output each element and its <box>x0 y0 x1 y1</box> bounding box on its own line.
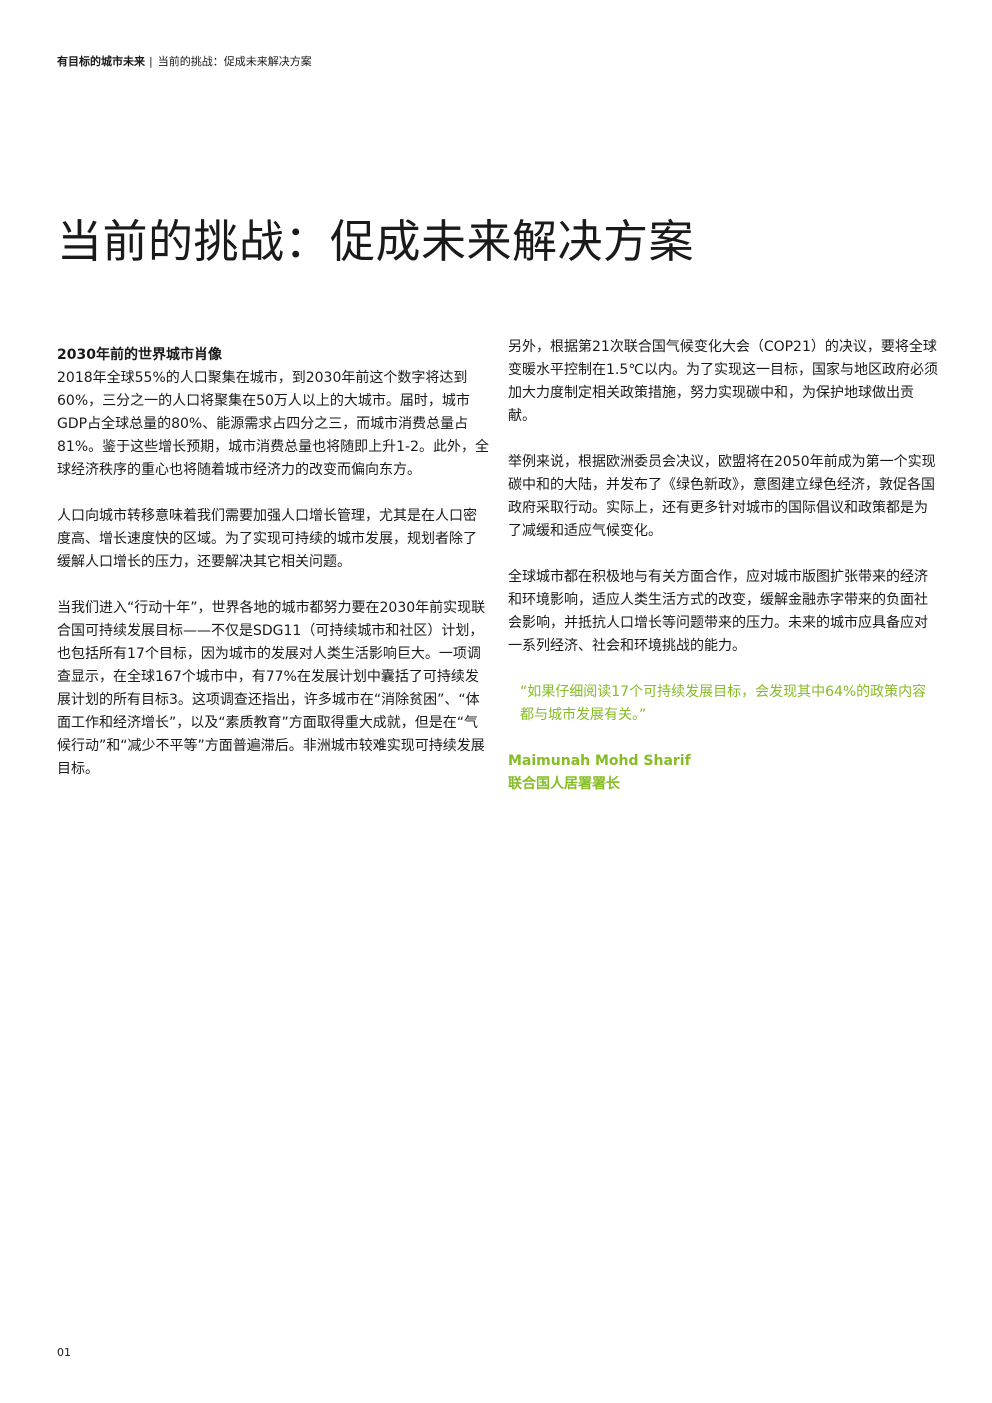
pull-quote: “如果仔细阅读17个可持续发展目标，会发现其中64%的政策内容都与城市发展有关。… <box>520 684 927 723</box>
running-header: 有目标的城市未来 | 当前的挑战：促成未来解决方案 <box>57 54 312 70</box>
body-paragraph: 人口向城市转移意味着我们需要加强人口增长管理，尤其是在人口密度高、增长速度快的区… <box>57 508 477 570</box>
right-column: 另外，根据第21次联合国气候变化大会（COP21）的决议，要将全球变暖水平控制在… <box>508 336 938 796</box>
header-subsection: 当前的挑战：促成未来解决方案 <box>157 55 312 68</box>
header-section: 有目标的城市未来 <box>57 55 145 68</box>
page-title: 当前的挑战：促成未来解决方案 <box>57 215 695 268</box>
body-paragraph: 2018年全球55%的人口聚集在城市，到2030年前这个数字将达到60%，三分之… <box>57 370 489 478</box>
left-column: 2030年前的世界城市肖像 2018年全球55%的人口聚集在城市，到2030年前… <box>57 344 489 781</box>
header-separator: | <box>149 55 153 68</box>
body-paragraph: 当我们进入“行动十年”，世界各地的城市都努力要在2030年前实现联合国可持续发展… <box>57 600 486 777</box>
quote-attribution-title: 联合国人居署署长 <box>508 776 620 792</box>
page-number: 01 <box>57 1346 71 1359</box>
section-heading: 2030年前的世界城市肖像 <box>57 347 222 363</box>
body-paragraph: 举例来说，根据欧洲委员会决议，欧盟将在2050年前成为第一个实现碳中和的大陆，并… <box>508 454 936 539</box>
quote-attribution-name: Maimunah Mohd Sharif <box>508 753 691 769</box>
body-paragraph: 另外，根据第21次联合国气候变化大会（COP21）的决议，要将全球变暖水平控制在… <box>508 339 938 424</box>
body-paragraph: 全球城市都在积极地与有关方面合作，应对城市版图扩张带来的经济和环境影响，适应人类… <box>508 569 928 654</box>
